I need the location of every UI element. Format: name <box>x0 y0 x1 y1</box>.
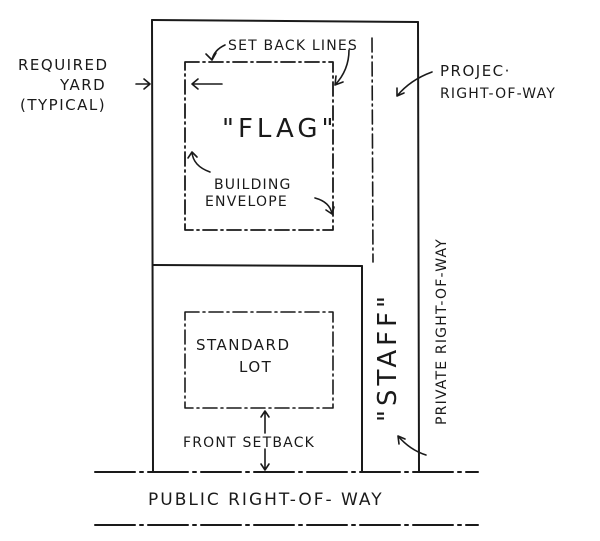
required-yard-label-1: REQUIRED <box>18 56 109 74</box>
building-envelope-arrow-up <box>187 151 211 173</box>
flag-lot-left-line <box>151 19 154 473</box>
flag-label: "FLAG" <box>222 114 337 144</box>
standard-lot-setback <box>184 311 334 409</box>
building-envelope-label-2: ENVELOPE <box>205 194 288 210</box>
project-row-label-2: RIGHT-OF-WAY <box>440 86 556 102</box>
private-row-setback-line <box>371 37 374 263</box>
callout-arrows <box>135 44 433 471</box>
standard-lot-label-1: STANDARD <box>196 336 291 354</box>
setback-lines <box>184 37 374 409</box>
staff-label: "STAFF" <box>373 292 403 422</box>
setback-lines-label: SET BACK LINES <box>228 38 358 54</box>
required-yard-label-3: (TYPICAL) <box>20 96 106 114</box>
standard-lot-label-2: LOT <box>239 358 272 376</box>
flag-lot-top-line <box>151 19 419 23</box>
lot-division-line <box>152 264 363 267</box>
required-yard-label-2: YARD <box>59 76 106 94</box>
diagram-labels: REQUIRED YARD (TYPICAL) SET BACK LINES P… <box>18 38 556 510</box>
front-setback-label: FRONT SETBACK <box>183 435 315 451</box>
flag-lot-right-line <box>417 21 420 473</box>
public-row-label: PUBLIC RIGHT-OF- WAY <box>148 490 384 510</box>
front-setback-arrow-down <box>260 448 270 471</box>
lot-boundaries <box>151 19 420 473</box>
front-setback-arrow-up <box>260 410 270 434</box>
private-row-label: PRIVATE RIGHT-OF-WAY <box>434 238 450 425</box>
yard-width-arrow <box>191 78 223 90</box>
building-envelope-arrow-down <box>314 197 335 215</box>
project-row-arrow <box>396 71 433 97</box>
required-yard-arrow <box>135 78 151 90</box>
private-row-arrow <box>397 435 427 456</box>
setback-arrow-left <box>205 44 226 61</box>
project-row-label-1: PROJEC· <box>440 62 511 80</box>
public-right-of-way-lines <box>94 471 479 526</box>
building-envelope-label-1: BUILDING <box>214 177 292 193</box>
setback-arrow-right <box>334 49 350 86</box>
building-envelope-setback <box>184 61 334 231</box>
